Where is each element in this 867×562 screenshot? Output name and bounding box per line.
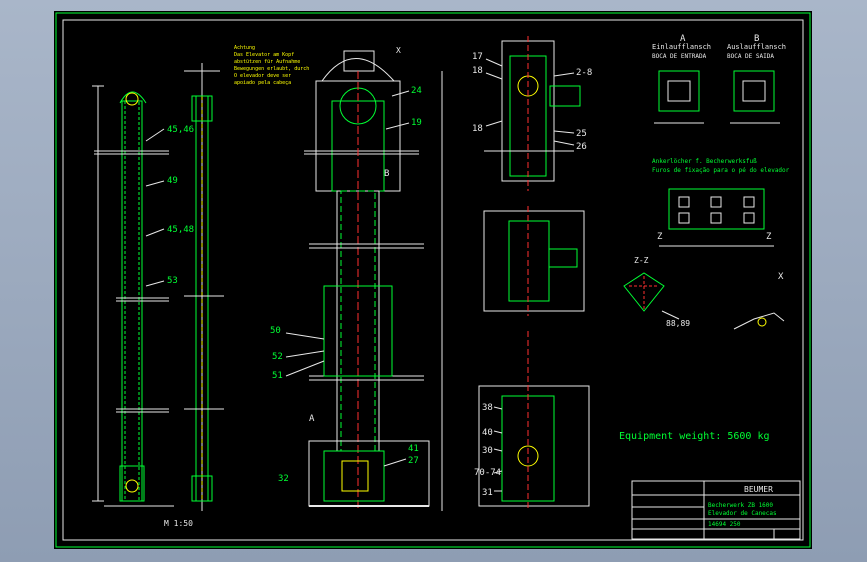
callout-51: 51 (272, 371, 283, 381)
callout-45-46: 45,46 (167, 125, 194, 135)
callout-18a: 18 (472, 66, 483, 76)
flange-views (654, 70, 780, 124)
callout-49: 49 (167, 176, 178, 186)
equipment-weight: Equipment weight: 5600 kg (619, 431, 770, 442)
elevation-left (92, 85, 174, 507)
foundation-title: Ankerlöcher f. Becherwerksfuß (652, 158, 757, 165)
inner-border (62, 19, 804, 541)
foundation-plan (659, 188, 774, 247)
section-b-label: B (384, 169, 389, 179)
callout-38: 38 (482, 403, 493, 413)
title-line1: Becherwerk ZB 1600 (708, 502, 773, 509)
callout-17: 17 (472, 52, 483, 62)
drawing-number: 14694 250 (708, 521, 741, 528)
svg-text:apoiado pela cabeça: apoiado pela cabeça (234, 80, 291, 86)
inlet-flange-title: Einlaufflansch (652, 43, 711, 51)
callout-41: 41 (408, 444, 419, 454)
notes-block: Achtung Das Elevator am Kopf abstützen f… (234, 45, 309, 86)
outer-border (55, 12, 811, 548)
mid-section (483, 206, 585, 316)
drawing-sheet: 45,46 49 45,48 53 M 1:50 Achtung Das Ele… (54, 11, 812, 549)
detail-x-marker: X (396, 46, 401, 55)
z-label-left: Z (657, 232, 663, 242)
callout-18b: 18 (472, 124, 483, 134)
head-section (484, 36, 581, 191)
callout-19: 19 (411, 118, 422, 128)
callout-45-48: 45,48 (167, 225, 194, 235)
callout-40: 40 (482, 428, 493, 438)
callout-32: 32 (278, 474, 289, 484)
svg-text:Achtung: Achtung (234, 45, 255, 51)
cad-drawing: 45,46 49 45,48 53 M 1:50 Achtung Das Ele… (55, 12, 811, 548)
callout-70-74: 70-74 (474, 468, 501, 478)
callout-27: 27 (408, 456, 419, 466)
main-elevation (285, 50, 443, 511)
view-b-label: B (754, 34, 759, 44)
dim-88-89: 88,89 (666, 319, 690, 328)
callout-52: 52 (272, 352, 283, 362)
section-zz-title: Z-Z (634, 256, 649, 265)
callout-53: 53 (167, 276, 178, 286)
x-detail (733, 312, 785, 330)
callout-31: 31 (482, 488, 493, 498)
callout-24: 24 (411, 86, 422, 96)
scale-label: M 1:50 (164, 519, 193, 528)
zz-section (623, 272, 680, 320)
elevation-side (184, 63, 224, 511)
outlet-flange-title: Auslaufflansch (727, 43, 786, 51)
company-name: BEUMER (744, 485, 773, 494)
z-label-right: Z (766, 232, 772, 242)
title-block (631, 480, 801, 540)
detail-x-title: X (778, 272, 784, 282)
svg-text:Das Elevator am Kopf: Das Elevator am Kopf (234, 52, 294, 58)
callout-25: 25 (576, 129, 587, 139)
callout-26: 26 (576, 142, 587, 152)
svg-text:O elevador deve ser: O elevador deve ser (234, 73, 291, 79)
outlet-flange-sub: BOCA DE SAIDA (727, 53, 774, 60)
callout-2-8: 2-8 (576, 68, 592, 78)
section-a-label: A (309, 414, 315, 424)
callout-50: 50 (270, 326, 281, 336)
title-line2: Elevador de Canecas (708, 510, 777, 517)
inlet-flange-sub: BOCA DE ENTRADA (652, 53, 707, 60)
view-a-label: A (680, 34, 686, 44)
callout-30: 30 (482, 446, 493, 456)
svg-text:abstützen für Aufnahme: abstützen für Aufnahme (234, 59, 300, 65)
boot-section (478, 331, 590, 511)
svg-text:Bewegungen erlaubt, durch: Bewegungen erlaubt, durch (234, 66, 309, 72)
foundation-sub: Furos de fixação para o pé do elevador (652, 167, 790, 174)
